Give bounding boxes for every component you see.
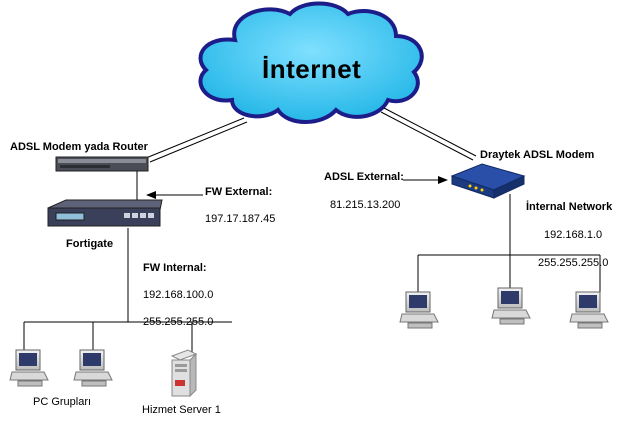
left-lan-lines bbox=[23, 228, 232, 352]
fw-external-ip: 197.17.187.45 bbox=[205, 213, 276, 225]
internet-cloud bbox=[198, 1, 424, 124]
wan-link-left bbox=[145, 117, 248, 163]
fw-external-arrow bbox=[146, 191, 203, 199]
fw-internal-ip: 192.168.100.0 bbox=[143, 289, 214, 301]
router-label: ADSL Modem yada Router bbox=[10, 141, 148, 153]
fw-external-label: FW External: bbox=[205, 186, 273, 198]
adsl-external-arrow bbox=[403, 176, 448, 184]
pc-icon-left-2 bbox=[73, 349, 113, 387]
fw-internal-label: FW Internal: bbox=[143, 262, 207, 274]
right-lan-lines bbox=[417, 194, 601, 292]
fortigate-label: Fortigate bbox=[66, 238, 114, 250]
adsl-external-label: ADSL External: bbox=[324, 171, 404, 183]
adsl-router-device bbox=[55, 156, 149, 172]
pc-icon-right-2 bbox=[491, 287, 531, 325]
fortigate-device bbox=[47, 199, 163, 227]
pc-icon-right-1 bbox=[399, 291, 439, 329]
pc-icon-right-3 bbox=[569, 291, 609, 329]
pc-icon-left-1 bbox=[9, 349, 49, 387]
fw-internal-mask: 255.255.255.0 bbox=[143, 316, 214, 328]
internal-network-mask: 255.255.255.0 bbox=[538, 257, 609, 269]
pc-group-label: PC Grupları bbox=[33, 396, 92, 408]
internal-network-label: İnternal Network bbox=[526, 201, 613, 213]
internet-label: İnternet bbox=[262, 54, 362, 84]
internal-network-ip: 192.168.1.0 bbox=[544, 229, 603, 241]
server-label: Hizmet Server 1 bbox=[142, 404, 221, 416]
wan-link-right bbox=[380, 107, 477, 161]
adsl-external-ip: 81.215.13.200 bbox=[330, 199, 401, 211]
server-icon bbox=[170, 349, 198, 398]
draytek-modem-device bbox=[450, 163, 526, 199]
draytek-modem-label: Draytek ADSL Modem bbox=[480, 149, 595, 161]
